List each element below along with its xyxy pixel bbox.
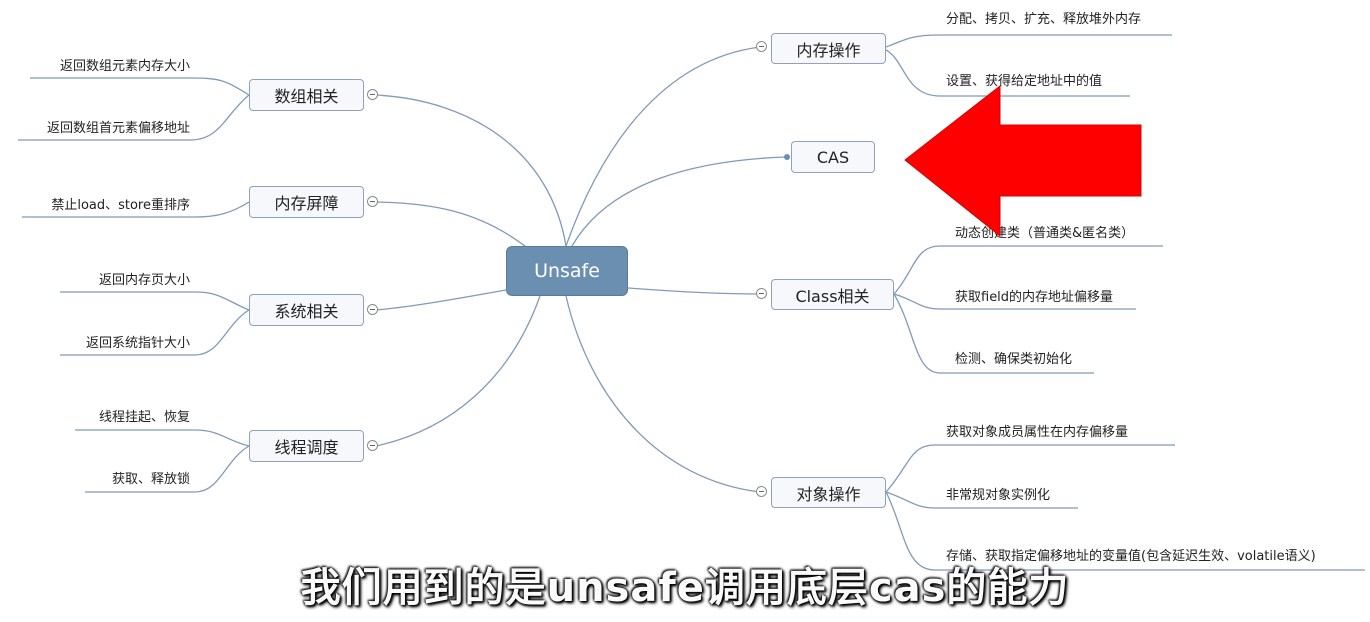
leaf-object-field-offset: 获取对象成员属性在内存偏移量	[946, 425, 1129, 440]
collapse-minus-icon[interactable]	[756, 486, 767, 497]
branch-memory-ops[interactable]: 内存操作	[771, 33, 886, 64]
branch-thread-scheduling[interactable]: 线程调度	[249, 430, 364, 462]
link-leaf	[893, 293, 1136, 310]
collapse-minus-icon[interactable]	[367, 89, 378, 100]
collapse-minus-icon[interactable]	[756, 41, 767, 52]
branch-class-related[interactable]: Class相关	[771, 279, 894, 310]
link-leaf	[885, 49, 1130, 97]
leaf-field-offset: 获取field的内存地址偏移量	[955, 290, 1114, 305]
collapse-minus-icon[interactable]	[367, 440, 378, 451]
link-leaf	[75, 429, 250, 447]
link-class	[627, 287, 761, 295]
branch-system-related[interactable]: 系统相关	[249, 294, 364, 326]
leaf-page-size: 返回内存页大小	[98, 273, 190, 288]
leaf-park-unpark: 线程挂起、恢复	[98, 410, 190, 425]
collapse-minus-icon[interactable]	[756, 288, 767, 299]
link-barrier	[375, 201, 531, 251]
video-subtitle: 我们用到的是unsafe调用底层cas的能力	[300, 565, 1070, 611]
root-node[interactable]: Unsafe	[506, 246, 628, 296]
link-memory-ops	[565, 46, 761, 247]
leaf-ensure-class-init: 检测、确保类初始化	[955, 352, 1073, 367]
leaf-address-size: 返回系统指针大小	[85, 336, 190, 351]
branch-memory-barrier[interactable]: 内存屏障	[249, 186, 364, 218]
link-leaf	[885, 491, 1365, 571]
leaf-load-store-fence: 禁止load、store重排序	[51, 198, 190, 213]
collapse-minus-icon[interactable]	[367, 196, 378, 207]
leaf-array-index-scale: 返回数组元素内存大小	[59, 59, 190, 74]
link-object	[565, 295, 761, 493]
link-leaf	[885, 491, 1078, 509]
link-leaf	[60, 309, 250, 356]
link-thread	[375, 295, 541, 447]
link-leaf	[85, 445, 250, 493]
link-leaf	[885, 34, 1172, 48]
link-cas	[571, 156, 787, 247]
link-leaf	[60, 291, 250, 311]
leaf-put-get-offset-value: 存储、获取指定偏移地址的变量值(包含延迟生效、volatile语义)	[946, 549, 1316, 564]
link-array	[375, 94, 567, 247]
leaf-monitor-lock: 获取、释放锁	[111, 472, 190, 487]
leaf-set-get-address-value: 设置、获得给定地址中的值	[946, 74, 1103, 89]
link-leaf	[893, 245, 1163, 295]
branch-array-related[interactable]: 数组相关	[249, 79, 364, 111]
link-leaf	[885, 444, 1175, 493]
link-dot-icon	[784, 154, 790, 160]
link-leaf	[893, 293, 1094, 374]
leaf-array-base-offset: 返回数组首元素偏移地址	[46, 121, 190, 136]
link-leaf	[22, 201, 250, 218]
link-leaf	[30, 77, 250, 96]
collapse-minus-icon[interactable]	[367, 304, 378, 315]
branch-object-ops[interactable]: 对象操作	[771, 477, 886, 508]
link-leaf	[18, 94, 250, 141]
leaf-alloc-copy-memory: 分配、拷贝、扩充、释放堆外内存	[946, 12, 1142, 27]
branch-cas[interactable]: CAS	[791, 141, 875, 173]
link-system	[375, 289, 507, 311]
leaf-allocate-instance: 非常规对象实例化	[946, 488, 1051, 503]
